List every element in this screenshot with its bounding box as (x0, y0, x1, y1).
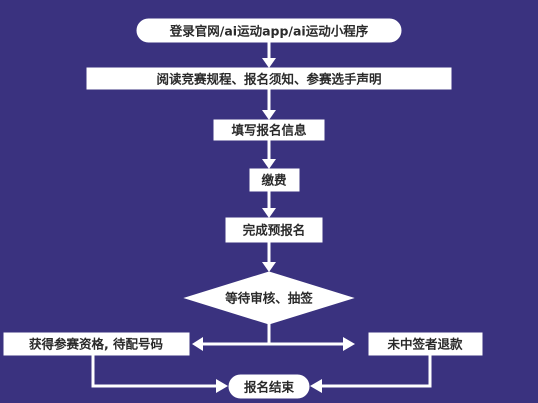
node-end-label: 报名结束 (244, 380, 295, 395)
node-pay-box (249, 168, 300, 192)
node-pay: 缴费 (249, 168, 300, 192)
node-start: 登录官网/ai运动app/ai运动小程序 (136, 18, 402, 43)
node-read-box (86, 67, 452, 90)
arrowhead-start-to-read (262, 58, 276, 68)
node-complete-label: 完成预报名 (243, 223, 306, 238)
node-refund-box (368, 332, 483, 356)
node-win-box (3, 332, 190, 356)
node-decision: 等待审核、抽签 (183, 271, 355, 325)
node-refund: 未中签者退款 (368, 332, 483, 356)
node-refund-label: 未中签者退款 (386, 337, 463, 352)
arrowhead-win-to-end (216, 379, 228, 393)
node-end-box (228, 374, 310, 399)
arrowhead-refund-to-end (310, 379, 322, 393)
node-win-label: 获得参赛资格, 待配号码 (29, 337, 163, 352)
node-pay-label: 缴费 (261, 173, 287, 188)
arrowhead-read-to-fill (262, 110, 276, 120)
node-fill-label: 填写报名信息 (231, 123, 307, 138)
node-fill: 填写报名信息 (213, 119, 325, 141)
arrowhead-to-win (192, 337, 203, 351)
node-read-label: 阅读竞赛规程、报名须知、参赛选手声明 (156, 72, 381, 87)
node-complete-box (225, 217, 323, 243)
connectors (91, 41, 432, 393)
node-end: 报名结束 (228, 374, 310, 399)
arrowhead-to-refund (343, 337, 355, 351)
node-decision-diamond (183, 271, 355, 325)
node-read: 阅读竞赛规程、报名须知、参赛选手声明 (86, 67, 452, 90)
node-decision-label: 等待审核、抽签 (224, 291, 313, 306)
connector-win-to-end (91, 355, 218, 388)
node-win: 获得参赛资格, 待配号码 (3, 332, 190, 356)
node-start-box (136, 18, 402, 43)
arrowhead-complete-to-decision (262, 262, 276, 272)
arrowhead-pay-to-complete (262, 208, 276, 218)
node-complete: 完成预报名 (225, 217, 323, 243)
node-fill-box (213, 119, 325, 141)
arrowhead-fill-to-pay (262, 159, 276, 169)
node-start-label: 登录官网/ai运动app/ai运动小程序 (169, 24, 369, 39)
connector-refund-to-end (320, 355, 432, 388)
